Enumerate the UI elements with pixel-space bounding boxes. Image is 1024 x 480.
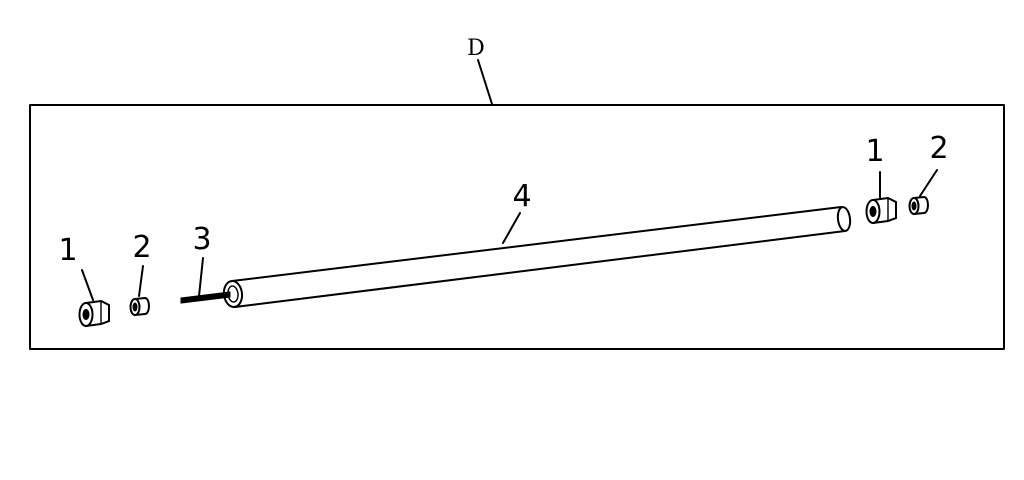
callout-bushing-right: 2 xyxy=(929,131,948,166)
callout-bushing-left: 2 xyxy=(132,230,151,265)
leader-tube xyxy=(502,212,521,244)
callout-tube: 4 xyxy=(512,179,531,214)
bushing-right xyxy=(908,195,929,216)
callout-nut-left: 1 xyxy=(58,233,77,268)
assembly-label: D xyxy=(467,36,485,61)
leader-bushing-left xyxy=(138,265,144,297)
bushing-left xyxy=(129,296,150,317)
callout-rod: 3 xyxy=(192,222,211,257)
leader-nut-left xyxy=(81,269,94,301)
leader-bushing-right xyxy=(919,169,938,197)
callout-nut-right: 1 xyxy=(865,134,884,169)
assembly-frame xyxy=(29,104,1005,350)
rod-part xyxy=(180,291,231,304)
leader-rod xyxy=(198,257,204,297)
tube-part xyxy=(222,206,852,308)
assembly-leader xyxy=(477,59,493,105)
nut-left xyxy=(78,299,110,328)
nut-right xyxy=(865,196,897,225)
